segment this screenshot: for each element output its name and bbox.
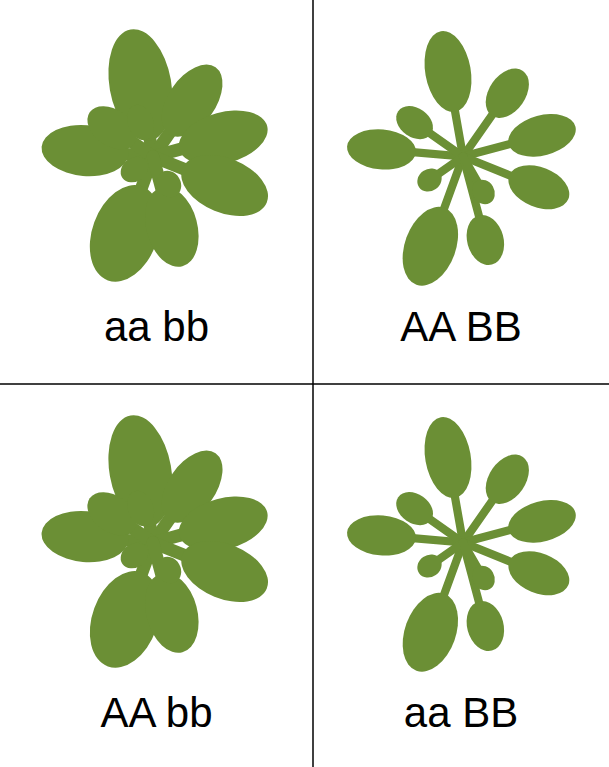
rosette-plant [345,27,580,293]
rosette-plant [39,24,277,292]
genotype-label: AA bb [0,688,313,738]
grid-line [0,383,609,385]
genotype-label: AA BB [313,302,609,352]
rosette-plant [345,413,580,679]
genotype-label: aa BB [313,688,609,738]
genotype-label: aa bb [0,302,313,352]
rosette-plant [39,410,277,678]
